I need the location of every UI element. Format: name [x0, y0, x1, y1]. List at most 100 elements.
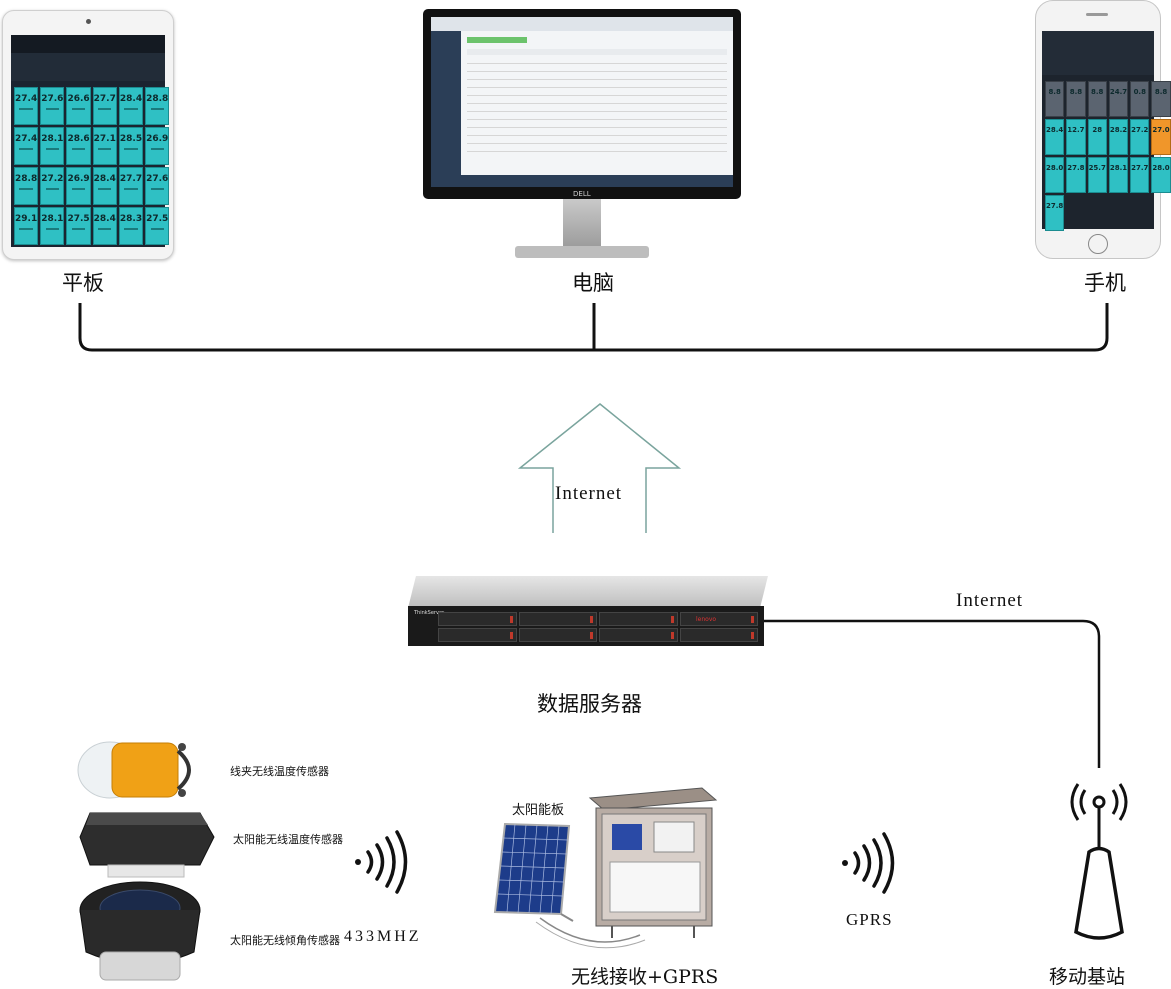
tile-bar	[71, 148, 86, 150]
sensor-link-label: 433MHZ	[344, 928, 422, 945]
tablet-label: 平板	[62, 271, 104, 295]
drive-bay	[599, 628, 678, 642]
solar-tilt-sensor-image	[78, 880, 203, 984]
computer-label: 电脑	[572, 271, 614, 295]
drive-bay	[438, 628, 517, 642]
tile-bar	[124, 148, 138, 150]
tile-bar	[150, 108, 164, 110]
tile-value: 27.6	[146, 174, 169, 184]
table-row	[467, 87, 727, 88]
internet-up-arrow	[517, 403, 682, 533]
table-row	[467, 63, 727, 64]
tile-value: 28.4	[93, 174, 116, 184]
tablet-tile: 28.6	[66, 127, 91, 165]
computer-sidebar	[431, 31, 461, 187]
tile-value: 27.6	[41, 94, 64, 104]
drive-bay	[518, 612, 597, 626]
drive-bay	[679, 612, 758, 626]
tile-bar	[150, 188, 164, 190]
phone-tile: 24.7	[1108, 81, 1129, 117]
computer-monitor: DELL	[423, 9, 741, 199]
gateway-label: 无线接收+GPRS	[571, 966, 719, 988]
tile-bar	[124, 188, 138, 190]
table-row	[467, 111, 727, 112]
table-row	[467, 95, 727, 96]
tile-value: 28.6	[67, 134, 90, 144]
clamp-temperature-sensor-image	[72, 737, 200, 803]
phone-tile: 8.8	[1066, 81, 1086, 117]
tile-value: 28.3	[119, 214, 143, 224]
tile-bar	[71, 108, 86, 110]
table-row	[467, 143, 727, 144]
phone-tile: 28.2	[1108, 119, 1129, 155]
tile-value: 8.8	[1048, 88, 1061, 96]
phone-tile: 8.8	[1151, 81, 1171, 117]
tile-value: 27.5	[146, 214, 169, 224]
server-drive-bays	[438, 612, 758, 642]
solar-cable-2	[535, 921, 646, 949]
phone-tile: 27.0	[1151, 119, 1171, 155]
phone-tile: 8.8	[1087, 81, 1107, 117]
tile-value: 28.0	[1046, 164, 1064, 172]
table-row	[467, 119, 727, 120]
phone-tile: 12.7	[1066, 119, 1086, 155]
tile-bar	[98, 108, 112, 110]
phone-tile: 0.8	[1130, 81, 1150, 117]
phone-tile: 25.7	[1087, 157, 1107, 193]
tile-bar	[98, 148, 112, 150]
tablet-tile: 27.6	[40, 87, 65, 125]
tablet-tile: 27.1	[92, 127, 117, 165]
internet-arrow-label: Internet	[555, 483, 623, 504]
computer-filter-row	[467, 49, 727, 55]
gprs-signal-icon	[842, 832, 895, 894]
tablet-tile: 26.9	[66, 167, 91, 205]
tile-bar	[45, 188, 59, 190]
tile-value: 8.8	[1154, 88, 1168, 96]
phone-tile: 28.4	[1045, 119, 1065, 155]
tile-bar	[150, 228, 164, 230]
tablet-tile: 28.8	[145, 87, 170, 125]
sensor-label-3: 太阳能无线倾角传感器	[230, 934, 340, 947]
server-brand: lenovo	[696, 616, 717, 623]
computer-brand: DELL	[573, 190, 591, 198]
tile-value: 27.2	[41, 174, 64, 184]
tablet-tile: 27.7	[92, 87, 117, 125]
table-row	[467, 151, 727, 152]
gprs-link-label: GPRS	[846, 910, 893, 929]
tile-bar	[19, 108, 33, 110]
tile-bar	[124, 228, 138, 230]
tile-value: 27.4	[15, 94, 38, 104]
phone-tile: 27.2	[1130, 119, 1150, 155]
tablet-tile: 28.4	[92, 207, 117, 245]
tile-bar	[150, 148, 164, 150]
tile-value: 27.8	[1067, 164, 1085, 172]
tablet-tile: 28.1	[40, 127, 65, 165]
server-station-link	[764, 619, 1101, 768]
tile-bar	[19, 148, 33, 150]
tablet-tile: 28.1	[40, 207, 65, 245]
drive-bay	[599, 612, 678, 626]
server-model: ThinkServer	[414, 610, 445, 616]
gateway-cabinet-image	[588, 787, 718, 938]
server-station-link-label: Internet	[956, 590, 1024, 611]
tile-value: 28.2	[1109, 126, 1128, 134]
server-label: 数据服务器	[537, 692, 642, 716]
tile-value: 28.8	[146, 94, 169, 104]
phone-tile: 28	[1087, 119, 1107, 155]
tablet-tile: 28.3	[118, 207, 144, 245]
tile-bar	[98, 228, 112, 230]
tile-value: 27.7	[119, 174, 143, 184]
phone-tile: 28.0	[1045, 157, 1065, 193]
phone-toolbar	[1042, 31, 1154, 75]
phone-home-button	[1088, 234, 1108, 254]
phone-tile: 27.8	[1045, 195, 1065, 231]
sensor-label-1: 线夹无线温度传感器	[230, 765, 329, 778]
tile-value: 12.7	[1067, 126, 1085, 134]
tile-bar	[98, 188, 112, 190]
tablet-tile: 26.9	[145, 127, 170, 165]
tile-bar	[45, 148, 59, 150]
tile-bar	[71, 188, 86, 190]
